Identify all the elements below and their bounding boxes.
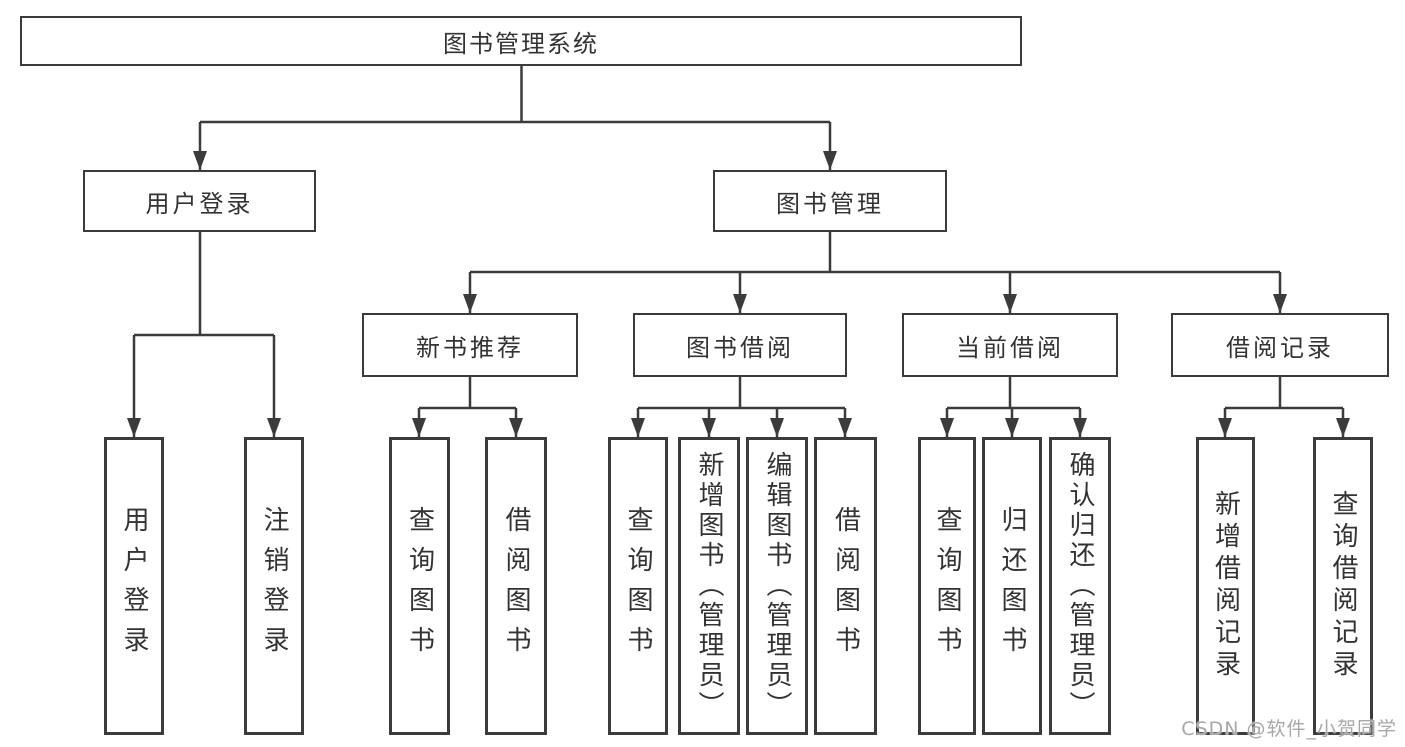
tree-edges [134, 66, 1343, 410]
leaf-borrow-books-borrow: 借阅图书 [814, 437, 877, 735]
connector-arrows [127, 122, 1350, 437]
node-root: 图书管理系统 [20, 16, 1022, 66]
leaf-query-books-borrow: 查询图书 [608, 437, 668, 735]
node-new-book-recommend: 新书推荐 [362, 313, 578, 377]
leaf-return-books: 归还图书 [982, 437, 1042, 735]
leaf-query-borrow-record: 查询借阅记录 [1313, 437, 1373, 735]
leaf-user-login: 用户登录 [104, 437, 164, 735]
leaf-confirm-return-admin: 确认归还（管理员） [1049, 437, 1111, 735]
leaf-query-books-recommend: 查询图书 [389, 437, 450, 735]
node-user-login: 用户登录 [83, 170, 316, 232]
leaf-borrow-books-recommend: 借阅图书 [485, 437, 547, 735]
leaf-query-books-current: 查询图书 [918, 437, 976, 735]
leaf-add-borrow-record: 新增借阅记录 [1196, 437, 1255, 735]
node-book-management: 图书管理 [713, 170, 947, 232]
leaf-edit-book-admin: 编辑图书（管理员） [746, 437, 808, 735]
leaf-add-book-admin: 新增图书（管理员） [678, 437, 740, 735]
leaf-logout: 注销登录 [244, 437, 304, 735]
node-borrow-records: 借阅记录 [1171, 313, 1389, 377]
node-book-borrow: 图书借阅 [633, 313, 847, 377]
connector-lines [134, 66, 1343, 410]
csdn-watermark: CSDN @软件_小贺同学 [1181, 718, 1397, 740]
node-current-borrow: 当前借阅 [902, 313, 1118, 377]
